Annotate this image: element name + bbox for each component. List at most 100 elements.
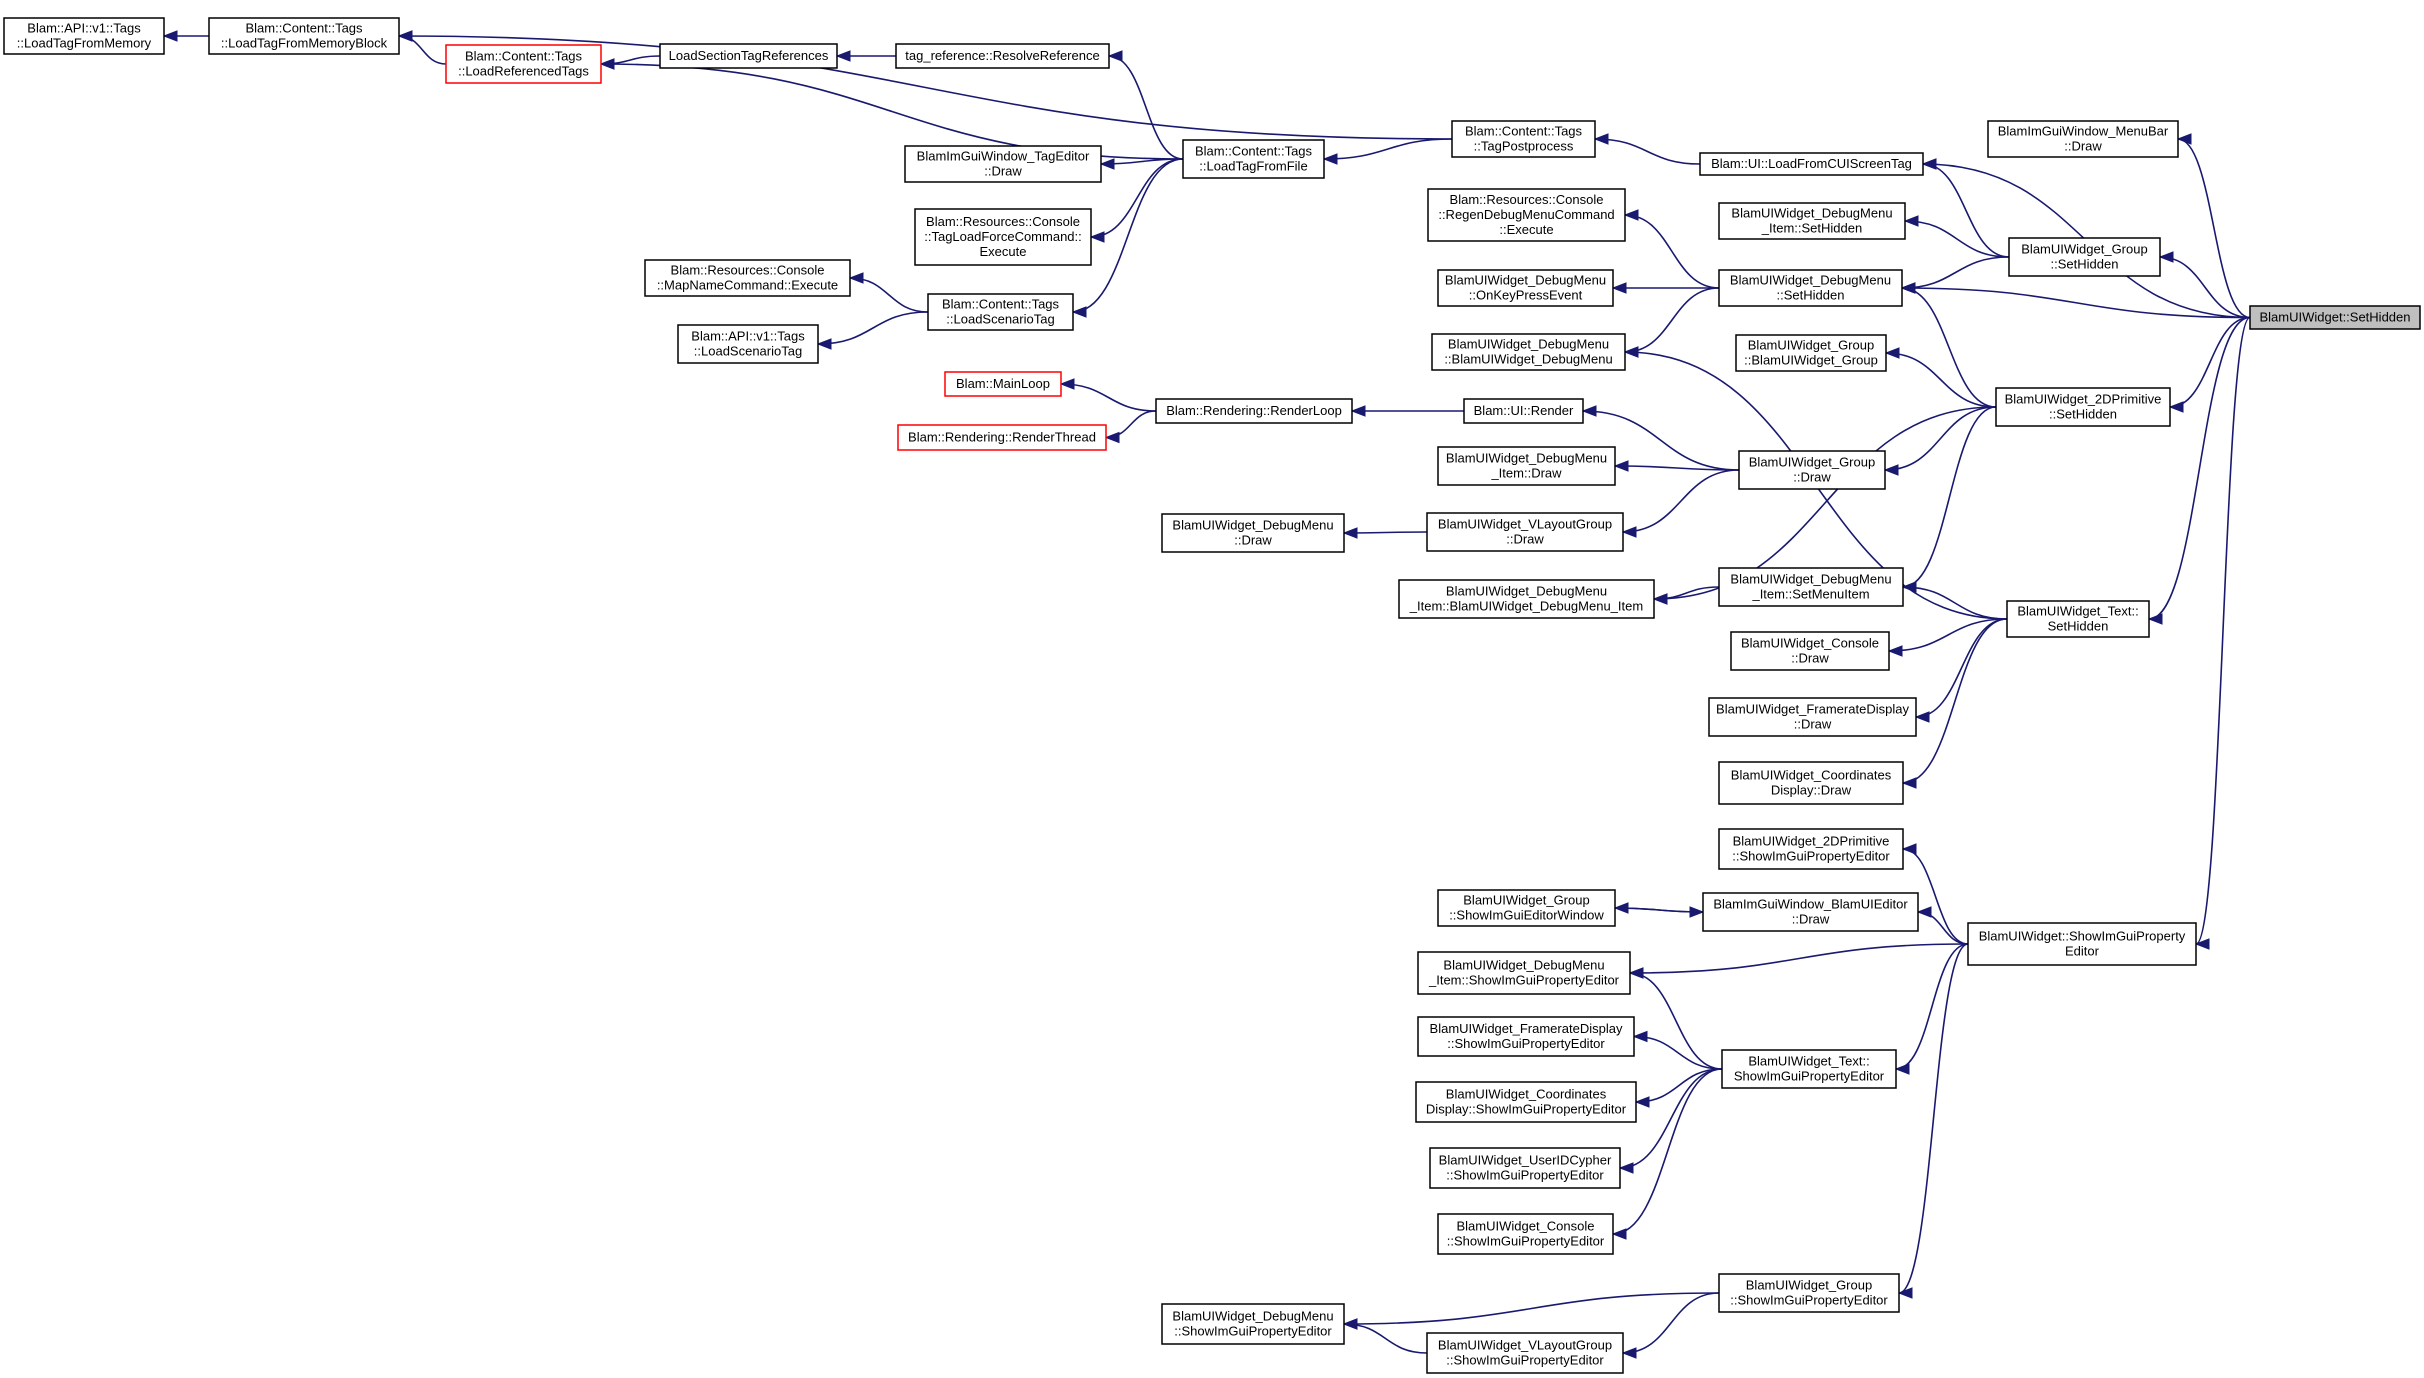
graph-node-api-loadscenariotag[interactable]: Blam::API::v1::Tags::LoadScenarioTag	[677, 324, 819, 364]
graph-node-regendebugmenu[interactable]: Blam::Resources::Console::RegenDebugMenu…	[1427, 188, 1626, 242]
node-box	[1426, 1332, 1624, 1374]
node-label: ::LoadTagFromMemory	[17, 36, 152, 51]
node-label: BlamUIWidget_DebugMenu	[1730, 273, 1891, 288]
node-box	[1463, 398, 1584, 424]
graph-node-renderloop[interactable]: Blam::Rendering::RenderLoop	[1155, 398, 1353, 424]
graph-node-vlayoutgroup-draw[interactable]: BlamUIWidget_VLayoutGroup::Draw	[1426, 512, 1624, 552]
graph-node-debugmenu-draw[interactable]: BlamUIWidget_DebugMenu::Draw	[1161, 513, 1345, 553]
graph-node-debugmenu-sethidden[interactable]: BlamUIWidget_DebugMenu::SetHidden	[1718, 269, 1903, 307]
graph-node-console-showimgui[interactable]: BlamUIWidget_Console::ShowImGuiPropertyE…	[1437, 1213, 1614, 1255]
node-label: BlamUIWidget_VLayoutGroup	[1438, 517, 1612, 532]
graph-node-framerate-draw[interactable]: BlamUIWidget_FramerateDisplay::Draw	[1708, 697, 1917, 737]
graph-node-loadreferencedtags[interactable]: Blam::Content::Tags::LoadReferencedTags	[445, 44, 602, 84]
arrowhead-icon	[1897, 1287, 1913, 1299]
arrowhead-icon	[1342, 1318, 1358, 1330]
node-label: BlamUIWidget_FramerateDisplay	[1430, 1021, 1623, 1036]
call-edge	[1885, 352, 1997, 408]
graph-node-menubar-draw[interactable]: BlamImGuiWindow_MenuBar::Draw	[1987, 120, 2179, 158]
arrowhead-icon	[2194, 938, 2210, 950]
graph-node-2dprimitive-showimgui[interactable]: BlamUIWidget_2DPrimitive::ShowImGuiPrope…	[1718, 828, 1904, 870]
graph-node-group-sethidden[interactable]: BlamUIWidget_Group::SetHidden	[2008, 237, 2161, 277]
arrowhead-icon	[1883, 464, 1899, 476]
node-box	[895, 43, 1110, 69]
node-label: ::BlamUIWidget_Group	[1744, 353, 1878, 368]
graph-node-debugmenu-ctor[interactable]: BlamUIWidget_DebugMenu::BlamUIWidget_Deb…	[1431, 333, 1626, 371]
node-label: ::Draw	[2064, 139, 2102, 154]
graph-node-tagpostprocess[interactable]: Blam::Content::Tags::TagPostprocess	[1451, 120, 1596, 158]
node-label: ::Draw	[984, 164, 1022, 179]
graph-node-widget-showimgui[interactable]: BlamUIWidget::ShowImGuiPropertyEditor	[1967, 922, 2197, 966]
graph-node-debugmenu-showimgui[interactable]: BlamUIWidget_DebugMenu::ShowImGuiPropert…	[1161, 1303, 1345, 1345]
graph-node-framerate-showimgui[interactable]: BlamUIWidget_FramerateDisplay::ShowImGui…	[1417, 1016, 1635, 1057]
graph-node-mainloop[interactable]: Blam::MainLoop	[944, 371, 1062, 397]
graph-node-group-ctor[interactable]: BlamUIWidget_Group::BlamUIWidget_Group	[1735, 334, 1887, 372]
arrowhead-icon	[848, 272, 864, 284]
graph-node-sethidden[interactable]: BlamUIWidget::SetHidden	[2249, 305, 2421, 330]
call-edge	[1884, 406, 1997, 471]
graph-node-debugmenu-item-showimgui[interactable]: BlamUIWidget_DebugMenu_Item::ShowImGuiPr…	[1417, 951, 1631, 995]
edge-layer	[162, 30, 2251, 1359]
graph-node-api-loadtagfrommemory[interactable]: Blam::API::v1::Tags::LoadTagFromMemory	[3, 17, 165, 55]
graph-node-loadscenariotag[interactable]: Blam::Content::Tags::LoadScenarioTag	[927, 293, 1074, 331]
node-box	[1967, 922, 2197, 966]
arrowhead-icon	[1581, 405, 1597, 417]
call-edge	[1901, 287, 2251, 319]
graph-node-tagloadforce[interactable]: Blam::Resources::Console::TagLoadForceCo…	[914, 208, 1092, 266]
node-box	[1437, 269, 1614, 307]
node-label: Display::Draw	[1771, 783, 1852, 798]
graph-node-group-showimguieditorwindow[interactable]: BlamUIWidget_Group::ShowImGuiEditorWindo…	[1437, 889, 1616, 927]
node-box	[1182, 139, 1325, 179]
node-box	[1995, 387, 2171, 427]
graph-node-console-draw[interactable]: BlamUIWidget_Console::Draw	[1730, 631, 1890, 671]
node-box	[1718, 567, 1904, 607]
graph-node-tageditor-draw[interactable]: BlamImGuiWindow_TagEditor::Draw	[904, 145, 1102, 183]
graph-node-debugmenu-item-draw[interactable]: BlamUIWidget_DebugMenu_Item::Draw	[1437, 446, 1616, 486]
arrowhead-icon	[1342, 527, 1358, 539]
graph-node-ui-render[interactable]: Blam::UI::Render	[1463, 398, 1584, 424]
node-box	[1161, 1303, 1345, 1345]
node-label: BlamUIWidget_DebugMenu	[1445, 273, 1606, 288]
graph-node-vlayoutgroup-showimgui[interactable]: BlamUIWidget_VLayoutGroup::ShowImGuiProp…	[1426, 1332, 1624, 1374]
graph-node-text-showimgui[interactable]: BlamUIWidget_Text::ShowImGuiPropertyEdit…	[1721, 1049, 1897, 1089]
graph-node-resolvereference[interactable]: tag_reference::ResolveReference	[895, 43, 1110, 69]
node-box	[3, 17, 165, 55]
graph-node-mapnamecommand[interactable]: Blam::Resources::Console::MapNameCommand…	[644, 259, 851, 297]
graph-node-debugmenu-item-sethidden[interactable]: BlamUIWidget_DebugMenu_Item::SetHidden	[1718, 202, 1906, 240]
arrowhead-icon	[1652, 593, 1668, 605]
arrowhead-icon	[1621, 1347, 1637, 1359]
graph-node-coordinates-showimgui[interactable]: BlamUIWidget_CoordinatesDisplay::ShowImG…	[1415, 1081, 1637, 1123]
graph-node-debugmenu-item-ctor[interactable]: BlamUIWidget_DebugMenu_Item::BlamUIWidge…	[1398, 579, 1655, 619]
graph-node-group-showimgui[interactable]: BlamUIWidget_Group::ShowImGuiPropertyEdi…	[1718, 1273, 1900, 1313]
graph-node-debugmenu-item-setmenuitem[interactable]: BlamUIWidget_DebugMenu_Item::SetMenuItem	[1718, 567, 1904, 607]
graph-node-renderthread[interactable]: Blam::Rendering::RenderThread	[897, 424, 1107, 451]
node-label: Blam::API::v1::Tags	[27, 21, 141, 36]
node-label: BlamUIWidget_Console	[1456, 1219, 1594, 1234]
graph-node-loadtagfromfile[interactable]: Blam::Content::Tags::LoadTagFromFile	[1182, 139, 1325, 179]
graph-node-useridcypher-showimgui[interactable]: BlamUIWidget_UserIDCypher::ShowImGuiProp…	[1429, 1147, 1621, 1189]
call-edge	[1323, 138, 1453, 160]
node-box	[1437, 446, 1616, 486]
arrowhead-icon	[1901, 581, 1917, 593]
graph-node-loadfromcuiscreentag[interactable]: Blam::UI::LoadFromCUIScreenTag	[1699, 152, 1924, 176]
node-label: ::ShowImGuiPropertyEditor	[1174, 1324, 1332, 1339]
graph-node-loadtagfrommemoryblock[interactable]: Blam::Content::Tags::LoadTagFromMemoryBl…	[208, 17, 400, 55]
arrowhead-icon	[1322, 153, 1338, 165]
arrowhead-icon	[1884, 347, 1900, 359]
arrowhead-icon	[1894, 1063, 1910, 1075]
node-label: BlamUIWidget_2DPrimitive	[2005, 392, 2162, 407]
call-edge	[817, 311, 929, 345]
node-label: BlamUIWidget_UserIDCypher	[1439, 1153, 1612, 1168]
graph-node-blamuieditor-draw[interactable]: BlamImGuiWindow_BlamUIEditor::Draw	[1702, 892, 1919, 932]
node-box	[208, 17, 400, 55]
node-box	[445, 44, 602, 84]
graph-node-group-draw[interactable]: BlamUIWidget_Group::Draw	[1738, 450, 1886, 490]
node-box	[904, 145, 1102, 183]
graph-node-text-sethidden[interactable]: BlamUIWidget_Text::SetHidden	[2006, 600, 2150, 638]
graph-node-2dprimitive-sethidden[interactable]: BlamUIWidget_2DPrimitive::SetHidden	[1995, 387, 2171, 427]
graph-node-onkeypressevent[interactable]: BlamUIWidget_DebugMenu::OnKeyPressEvent	[1437, 269, 1614, 307]
graph-node-loadsectiontagrefs[interactable]: LoadSectionTagReferences	[659, 43, 838, 69]
node-label: ::LoadReferencedTags	[458, 64, 589, 79]
arrowhead-icon	[397, 30, 413, 42]
